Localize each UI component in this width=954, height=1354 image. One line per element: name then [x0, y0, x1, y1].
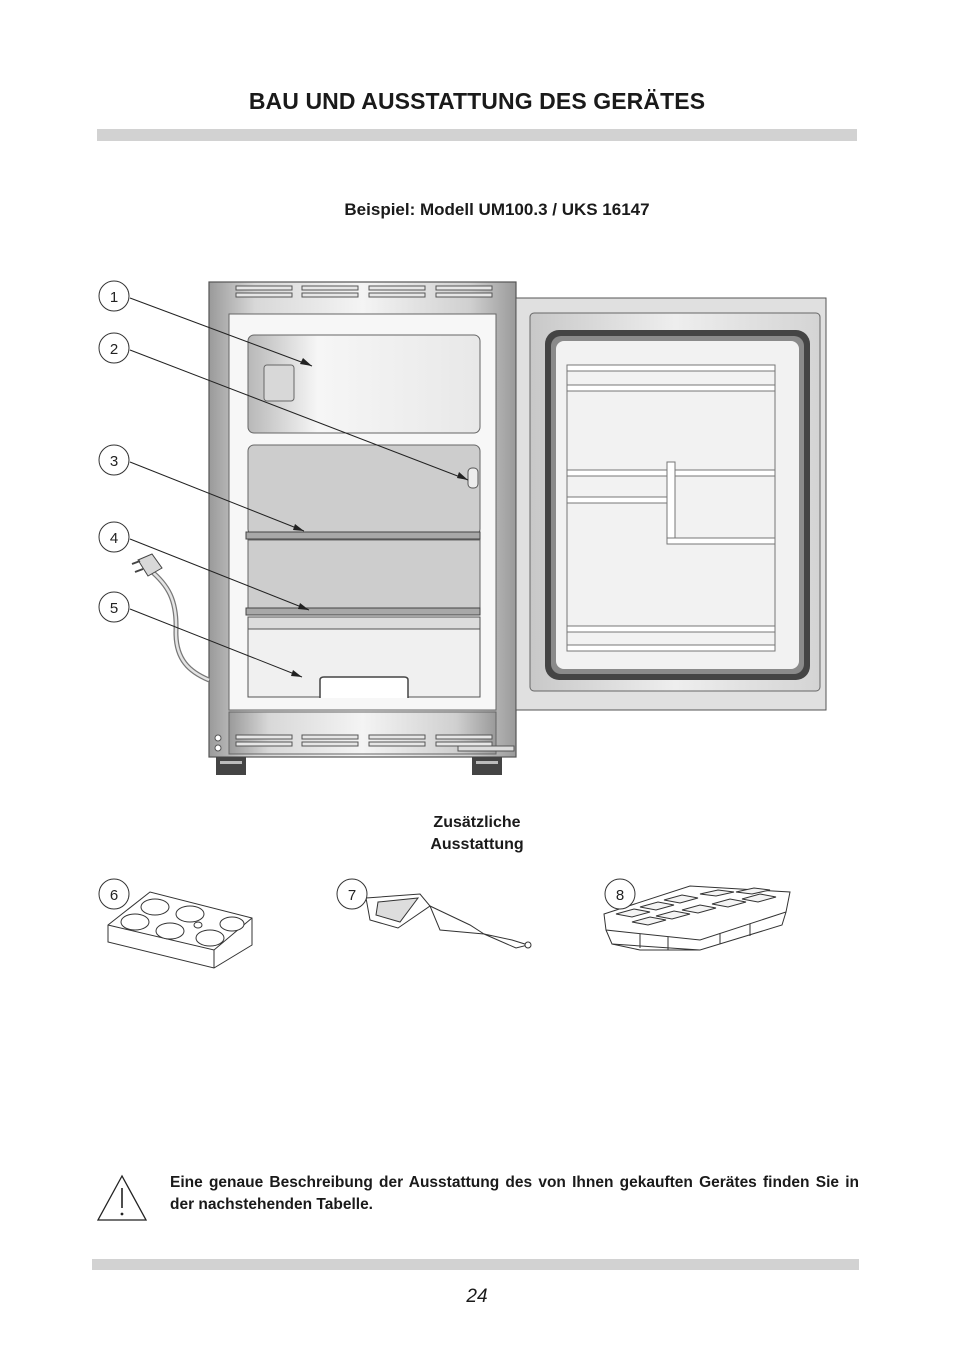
extra-equipment-line1: Zusätzliche — [433, 814, 521, 831]
svg-text:6: 6 — [110, 887, 118, 904]
callout-4: 4 — [98, 521, 130, 553]
fridge-door — [515, 297, 827, 711]
top-rule — [97, 129, 857, 141]
svg-text:8: 8 — [616, 887, 624, 904]
note-text: Eine genaue Beschreibung der Ausstattung… — [170, 1174, 859, 1213]
callout-6: 6 — [98, 878, 130, 910]
model-subtitle: Beispiel: Modell UM100.3 / UKS 16147 — [344, 200, 650, 219]
svg-text:4: 4 — [110, 530, 118, 547]
callout-1: 1 — [98, 280, 130, 312]
callout-8: 8 — [604, 878, 636, 910]
egg-tray-illustration — [107, 891, 253, 969]
fridge-cabinet — [131, 281, 517, 775]
page-title: BAU UND AUSSTATTUNG DES GERÄTES — [248, 88, 706, 114]
warning-triangle-icon — [96, 1174, 148, 1221]
extra-equipment-line2: Ausstattung — [430, 836, 524, 853]
ice-cube-tray-illustration — [603, 885, 791, 951]
extra-equipment-heading: Zusätzliche Ausstattung — [0, 812, 954, 856]
svg-text:7: 7 — [348, 887, 356, 904]
svg-text:5: 5 — [110, 600, 118, 617]
svg-text:3: 3 — [110, 453, 118, 470]
callout-3: 3 — [98, 444, 130, 476]
svg-text:1: 1 — [110, 289, 118, 306]
callout-5: 5 — [98, 591, 130, 623]
page-number: 24 — [466, 1286, 488, 1307]
svg-text:2: 2 — [110, 341, 118, 358]
bottom-rule — [92, 1259, 859, 1270]
callout-2: 2 — [98, 332, 130, 364]
callout-7: 7 — [336, 878, 368, 910]
ice-scraper-illustration — [365, 893, 532, 949]
